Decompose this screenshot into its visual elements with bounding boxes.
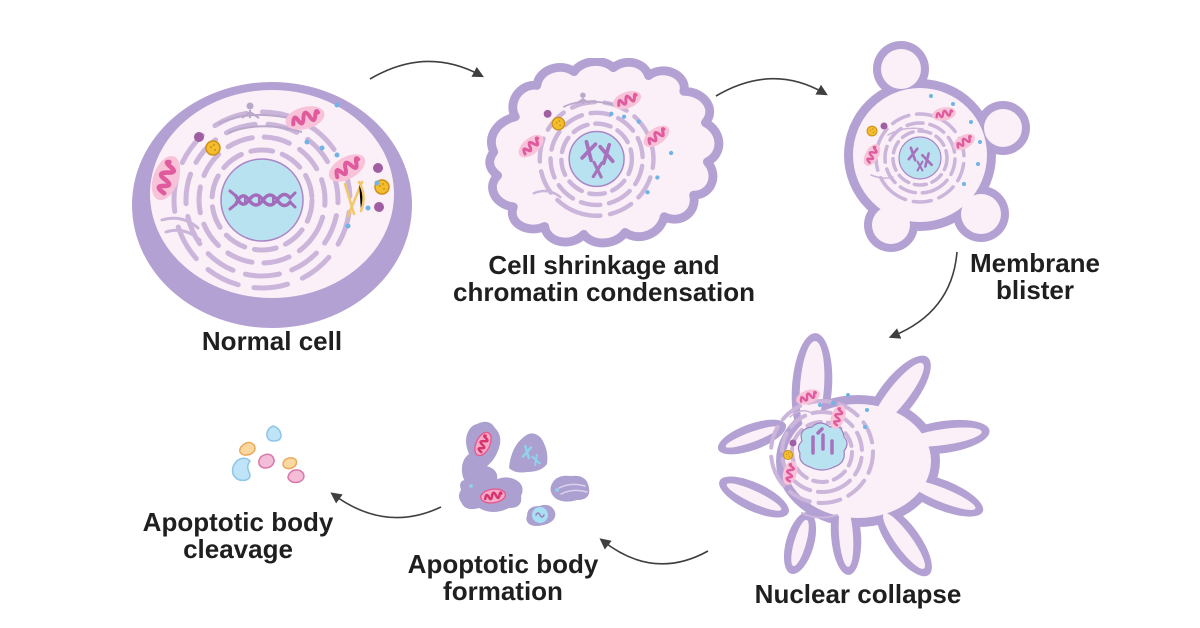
label-nuclear-collapse: Nuclear collapse (718, 581, 998, 608)
vesicle (866, 125, 878, 137)
apoptotic-body-formation-illustration (459, 421, 590, 526)
dna-helix (228, 189, 297, 211)
apoptotic-body-cleavage-illustration (231, 425, 305, 484)
membrane-blister-illustration (844, 41, 1030, 252)
label-line: cleavage (183, 534, 293, 564)
ribosomes (818, 393, 869, 429)
condensed-chromatin (811, 427, 834, 455)
cleaved-bodies (231, 425, 305, 484)
label-line: Apoptotic body (407, 549, 599, 579)
label-line: Cell shrinkage and (488, 250, 720, 280)
label-line: Membrane (969, 248, 1101, 278)
label-line: formation (443, 576, 563, 606)
label-line: Normal cell (201, 326, 343, 356)
nucleus (568, 130, 625, 188)
lysosome (543, 109, 552, 118)
ribosomes (304, 102, 380, 229)
arrow-normal-to-shrinkage (369, 60, 484, 80)
ribosomes (929, 94, 982, 186)
normal-cell-illustration (132, 82, 412, 328)
label-line: chromatin condensation (453, 277, 755, 307)
label-apoptotic-body-formation: Apoptotic body formation (363, 551, 643, 605)
nuclear-collapse-illustration (717, 333, 990, 577)
cell-shrinkage-illustration (485, 58, 724, 248)
lysosome (880, 122, 888, 130)
lysosome (789, 439, 797, 447)
label-cell-shrinkage: Cell shrinkage and chromatin condensatio… (430, 252, 778, 306)
vesicle (782, 449, 794, 461)
label-line: Apoptotic body (142, 507, 334, 537)
centrosome (562, 92, 616, 108)
cytoskeleton (343, 180, 365, 218)
label-line: Nuclear collapse (754, 579, 962, 609)
fragment-details (469, 483, 588, 523)
label-line: blister (995, 275, 1075, 305)
fragment-mitochondria (474, 431, 506, 504)
label-membrane-blister: Membrane blister (935, 250, 1135, 304)
endoplasmic-reticulum (870, 112, 966, 204)
vesicle (551, 116, 566, 131)
ribosomes (609, 111, 674, 195)
label-apoptotic-body-cleavage: Apoptotic body cleavage (98, 509, 378, 563)
label-normal-cell: Normal cell (132, 328, 412, 355)
nucleus (898, 136, 942, 180)
endoplasmic-reticulum (160, 109, 353, 291)
lysosomes (194, 132, 384, 212)
